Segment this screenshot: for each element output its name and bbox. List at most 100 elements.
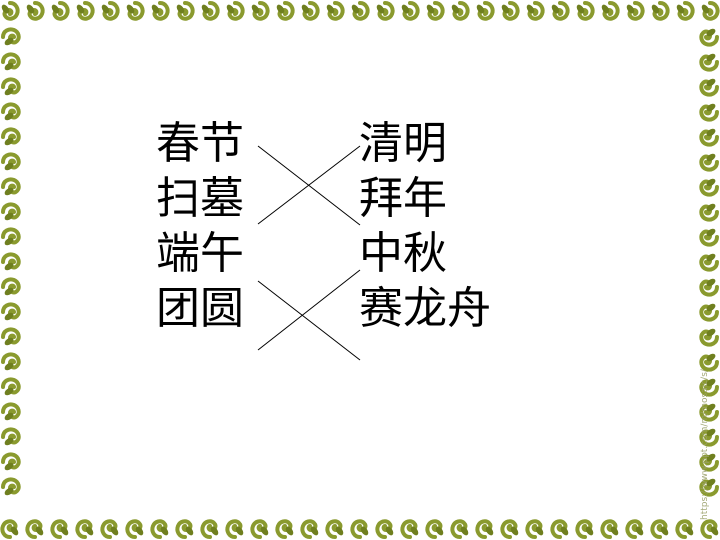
left-word-reunion: 团圆	[156, 283, 244, 334]
vine-leaf-icon	[50, 519, 69, 539]
vine-leaf-icon	[1, 427, 21, 446]
vine-leaf-icon	[125, 519, 144, 539]
vine-leaf-icon	[1, 27, 21, 46]
vine-leaf-icon	[425, 519, 444, 539]
vine-leaf-icon	[625, 519, 644, 539]
vine-leaf-icon	[375, 519, 394, 539]
vine-leaf-icon	[1, 277, 21, 296]
vine-leaf-icon	[1, 77, 21, 96]
vine-leaf-icon	[176, 1, 195, 21]
vine-leaf-icon	[225, 519, 244, 539]
vine-leaf-icon	[275, 519, 294, 539]
vine-leaf-icon	[175, 519, 194, 539]
vine-leaf-icon	[1, 152, 21, 171]
vine-leaf-icon	[699, 228, 719, 247]
vine-leaf-icon	[699, 78, 719, 97]
vine-leaf-icon	[699, 328, 719, 347]
vine-leaf-icon	[650, 519, 669, 539]
vine-leaf-icon	[699, 128, 719, 147]
vine-leaf-icon	[1, 1, 20, 21]
vine-leaf-icon	[75, 519, 94, 539]
match-line	[257, 269, 361, 351]
vine-leaf-icon	[401, 1, 420, 21]
vine-leaf-icon	[551, 1, 570, 21]
vine-leaf-icon	[699, 478, 719, 497]
vine-leaf-icon	[699, 203, 719, 222]
vine-leaf-icon	[500, 519, 519, 539]
vine-leaf-icon	[676, 1, 695, 21]
vine-leaf-icon	[51, 1, 70, 21]
vine-leaf-icon	[326, 1, 345, 21]
vine-leaf-icon	[426, 1, 445, 21]
left-word-spring-festival: 春节	[156, 118, 244, 169]
vine-leaf-icon	[699, 53, 719, 72]
vine-leaf-icon	[525, 519, 544, 539]
vine-leaf-icon	[699, 428, 719, 447]
vine-leaf-icon	[1, 52, 21, 71]
vine-leaf-icon	[25, 519, 44, 539]
vine-leaf-icon	[600, 519, 619, 539]
vine-leaf-icon	[526, 1, 545, 21]
right-word-boat-race: 赛龙舟	[359, 283, 491, 334]
vine-leaf-icon	[1, 377, 21, 396]
vine-leaf-icon	[700, 519, 719, 539]
vine-leaf-icon	[1, 227, 21, 246]
vine-leaf-icon	[576, 1, 595, 21]
vine-leaf-icon	[476, 1, 495, 21]
vine-leaf-icon	[325, 519, 344, 539]
vine-leaf-icon	[575, 519, 594, 539]
vine-leaf-icon	[126, 1, 145, 21]
vine-leaf-icon	[675, 519, 694, 539]
vine-leaf-icon	[1, 177, 21, 196]
match-line	[257, 145, 361, 225]
vine-leaf-icon	[200, 519, 219, 539]
vine-leaf-icon	[0, 519, 19, 539]
vine-leaf-icon	[1, 477, 21, 496]
right-word-mid-autumn: 中秋	[359, 228, 447, 279]
vine-leaf-icon	[1, 102, 21, 121]
right-word-new-year-greeting: 拜年	[359, 173, 447, 224]
vine-leaf-icon	[301, 1, 320, 21]
vine-leaf-icon	[699, 103, 719, 122]
watermark: https://www.ppt.com/m/mosaic/s/	[700, 369, 710, 520]
vine-leaf-icon	[699, 353, 719, 372]
vine-leaf-icon	[76, 1, 95, 21]
vine-leaf-icon	[300, 519, 319, 539]
vine-leaf-icon	[1, 202, 21, 221]
vine-leaf-icon	[501, 1, 520, 21]
vine-leaf-icon	[699, 453, 719, 472]
vine-leaf-icon	[376, 1, 395, 21]
vine-leaf-icon	[1, 352, 21, 371]
vine-leaf-icon	[201, 1, 220, 21]
vine-leaf-icon	[150, 519, 169, 539]
vine-leaf-icon	[1, 452, 21, 471]
vine-leaf-icon	[450, 519, 469, 539]
vine-leaf-icon	[351, 1, 370, 21]
vine-leaf-icon	[699, 178, 719, 197]
vine-leaf-icon	[651, 1, 670, 21]
vine-leaf-icon	[601, 1, 620, 21]
vine-leaf-icon	[699, 153, 719, 172]
vine-leaf-icon	[1, 327, 21, 346]
right-word-qingming: 清明	[359, 118, 447, 169]
vine-leaf-icon	[350, 519, 369, 539]
vine-leaf-icon	[699, 303, 719, 322]
vine-leaf-icon	[699, 28, 719, 47]
match-line	[257, 280, 361, 361]
vine-leaf-icon	[400, 519, 419, 539]
vine-leaf-icon	[101, 1, 120, 21]
vine-leaf-icon	[699, 278, 719, 297]
vine-leaf-icon	[475, 519, 494, 539]
vine-leaf-icon	[1, 252, 21, 271]
vine-leaf-icon	[699, 378, 719, 397]
vine-leaf-icon	[451, 1, 470, 21]
vine-leaf-icon	[1, 127, 21, 146]
vine-leaf-icon	[226, 1, 245, 21]
vine-leaf-icon	[276, 1, 295, 21]
vine-leaf-icon	[626, 1, 645, 21]
left-word-dragon-boat: 端午	[156, 228, 244, 279]
vine-leaf-icon	[151, 1, 170, 21]
vine-leaf-icon	[550, 519, 569, 539]
